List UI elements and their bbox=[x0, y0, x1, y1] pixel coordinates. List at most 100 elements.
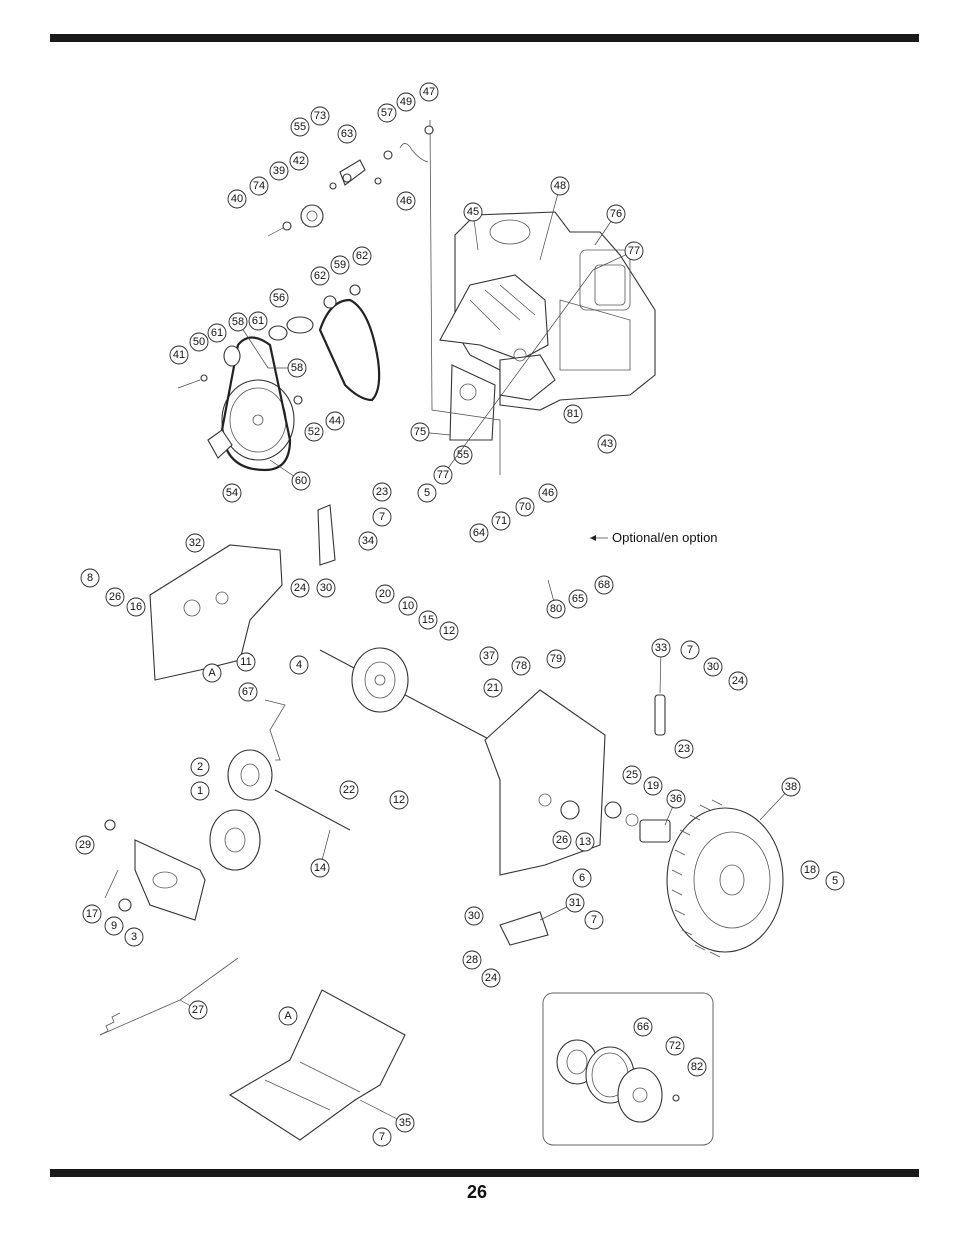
part-callout: 81 bbox=[563, 404, 583, 424]
part-callout: 50 bbox=[189, 332, 209, 352]
part-callout-label: 71 bbox=[495, 515, 507, 527]
part-callout-label: 46 bbox=[542, 487, 554, 499]
part-callout-label: 61 bbox=[252, 315, 264, 327]
part-callout: 7 bbox=[372, 507, 392, 527]
part-callout: 8 bbox=[80, 568, 100, 588]
page-number: 26 bbox=[466, 1182, 488, 1202]
part-callout-label: 18 bbox=[804, 864, 816, 876]
part-callout-label: 12 bbox=[443, 625, 455, 637]
top-rule bbox=[50, 34, 919, 42]
part-callout-label: 17 bbox=[86, 908, 98, 920]
part-callout: 79 bbox=[546, 649, 566, 669]
inset-box bbox=[542, 992, 714, 1146]
part-callout-label: 13 bbox=[579, 836, 591, 848]
part-callout-label: 29 bbox=[79, 839, 91, 851]
part-callout: 7 bbox=[680, 640, 700, 660]
part-callout: 37 bbox=[479, 646, 499, 666]
part-callout: 63 bbox=[337, 124, 357, 144]
part-callout-label: 77 bbox=[437, 469, 449, 481]
part-callout-label: 81 bbox=[567, 408, 579, 420]
part-callout-label: 24 bbox=[294, 582, 306, 594]
part-callout: 49 bbox=[396, 92, 416, 112]
part-callout-label: 25 bbox=[626, 769, 638, 781]
part-callout: 32 bbox=[185, 533, 205, 553]
part-callout: 5 bbox=[825, 871, 845, 891]
part-callout-label: 23 bbox=[678, 743, 690, 755]
part-callout-label: 26 bbox=[556, 834, 568, 846]
part-callout-label: 76 bbox=[610, 208, 622, 220]
part-callout-label: 12 bbox=[393, 794, 405, 806]
part-callout: 68 bbox=[594, 575, 614, 595]
part-callout-label: 46 bbox=[400, 195, 412, 207]
part-callout: 26 bbox=[552, 830, 572, 850]
part-callout: 58 bbox=[228, 312, 269, 369]
part-callout-label: 65 bbox=[572, 593, 584, 605]
part-callout-label: 1 bbox=[197, 785, 203, 797]
part-callout-label: 26 bbox=[109, 591, 121, 603]
gasket-plate bbox=[449, 364, 496, 441]
part-callout-label: 43 bbox=[601, 438, 613, 450]
part-callout: 58 bbox=[268, 358, 307, 378]
part-callout-label: 33 bbox=[655, 642, 667, 654]
wheel-tire bbox=[666, 799, 784, 958]
part-callout: 46 bbox=[538, 483, 558, 503]
part-callout-label: 47 bbox=[423, 86, 435, 98]
part-callout-label: 48 bbox=[554, 180, 566, 192]
part-callout: 21 bbox=[483, 678, 503, 698]
part-callout-label: 36 bbox=[670, 793, 682, 805]
part-callout: 24 bbox=[481, 968, 501, 988]
part-callout: 72 bbox=[665, 1036, 685, 1056]
part-callout-label: 7 bbox=[379, 511, 385, 523]
part-callout-label: 74 bbox=[253, 180, 265, 192]
cable bbox=[99, 957, 239, 1036]
part-callout: 77 bbox=[433, 269, 594, 485]
drive-pulley-assembly bbox=[177, 284, 381, 472]
part-callout: A bbox=[202, 663, 222, 683]
bottom-rule bbox=[50, 1169, 919, 1177]
part-callout: 73 bbox=[310, 106, 330, 126]
part-callout-label: 21 bbox=[487, 682, 499, 694]
part-callout: 77 bbox=[592, 241, 644, 271]
part-callout: 40 bbox=[227, 189, 247, 209]
part-callout: 15 bbox=[418, 610, 438, 630]
optional-label: Optional/en option bbox=[612, 530, 718, 545]
part-callout-label: 30 bbox=[320, 582, 332, 594]
part-callout: 61 bbox=[248, 311, 268, 331]
part-callout: 16 bbox=[126, 597, 146, 617]
part-callout: 38 bbox=[759, 777, 801, 821]
part-callout: 46 bbox=[396, 191, 416, 211]
part-callout: 28 bbox=[462, 950, 482, 970]
part-callout-label: 75 bbox=[414, 426, 426, 438]
part-callout: 30 bbox=[703, 657, 723, 677]
part-callout: 41 bbox=[169, 345, 189, 365]
part-callout: 19 bbox=[643, 776, 663, 796]
part-callout-label: 79 bbox=[550, 653, 562, 665]
part-callout: 12 bbox=[389, 790, 409, 810]
part-callout: 3 bbox=[124, 927, 144, 947]
part-callout-label: 24 bbox=[732, 675, 744, 687]
part-callout-label: 50 bbox=[193, 336, 205, 348]
part-callout-label: 42 bbox=[293, 155, 305, 167]
part-callout-label: 38 bbox=[785, 781, 797, 793]
part-callout: 42 bbox=[289, 151, 309, 171]
part-callout: 62 bbox=[352, 246, 372, 266]
part-callout: 56 bbox=[269, 288, 289, 308]
part-callout-label: 19 bbox=[647, 780, 659, 792]
part-callout: 17 bbox=[82, 904, 102, 924]
part-callout-label: 77 bbox=[628, 245, 640, 257]
part-callout: 62 bbox=[310, 266, 330, 286]
part-callout: 27 bbox=[179, 999, 208, 1020]
part-callout-label: 73 bbox=[314, 110, 326, 122]
part-callout-label: 10 bbox=[402, 600, 414, 612]
part-callout: 67 bbox=[238, 682, 258, 702]
frame-housing bbox=[484, 689, 606, 876]
part-callout-label: 22 bbox=[343, 784, 355, 796]
part-callout: 74 bbox=[249, 176, 269, 196]
part-callout: 55 bbox=[453, 445, 473, 465]
part-callout-label: 7 bbox=[379, 1131, 385, 1143]
bottom-cover bbox=[228, 989, 406, 1141]
part-callout-label: 39 bbox=[273, 165, 285, 177]
part-callout-label: 40 bbox=[231, 193, 243, 205]
part-callout-label: 70 bbox=[519, 501, 531, 513]
